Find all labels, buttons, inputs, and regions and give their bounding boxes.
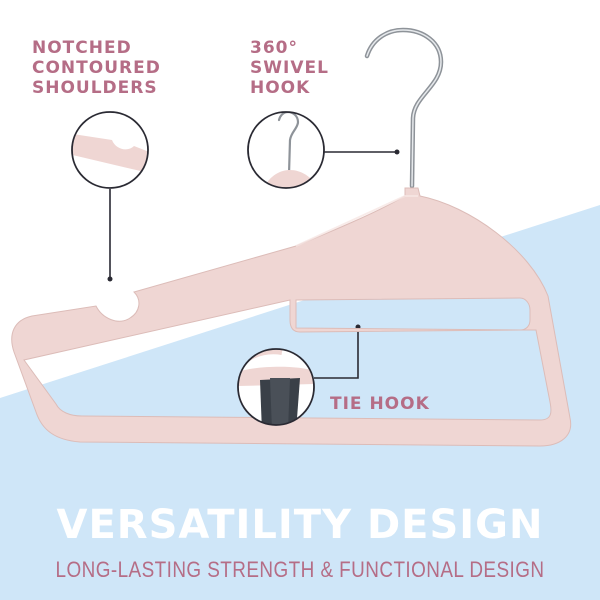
callout-lines [109, 151, 396, 379]
swivel-label-line-2: SWIVEL [250, 58, 329, 78]
subheadline: LONG-LASTING STRENGTH & FUNCTIONAL DESIG… [55, 557, 545, 582]
tie-hook-label: TIE HOOK [330, 394, 430, 414]
notched-shoulders-label: NOTCHED CONTOURED SHOULDERS [32, 38, 161, 98]
notched-shoulder-zoom-icon [71, 111, 149, 189]
tie-hook-zoom-icon [237, 348, 315, 426]
swivel-label-line-1: 360° [250, 38, 298, 58]
notched-label-line-2: CONTOURED [32, 58, 161, 78]
swivel-hook-icon [364, 27, 444, 189]
swivel-hook-zoom-icon [247, 111, 325, 189]
hanger-image [11, 187, 572, 447]
swivel-label-line-3: HOOK [250, 78, 311, 98]
swivel-hook-label: 360° SWIVEL HOOK [250, 38, 329, 98]
notched-label-line-1: NOTCHED [32, 38, 132, 58]
headline: VERSATILITY DESIGN [56, 502, 544, 548]
notched-label-line-3: SHOULDERS [32, 78, 158, 98]
